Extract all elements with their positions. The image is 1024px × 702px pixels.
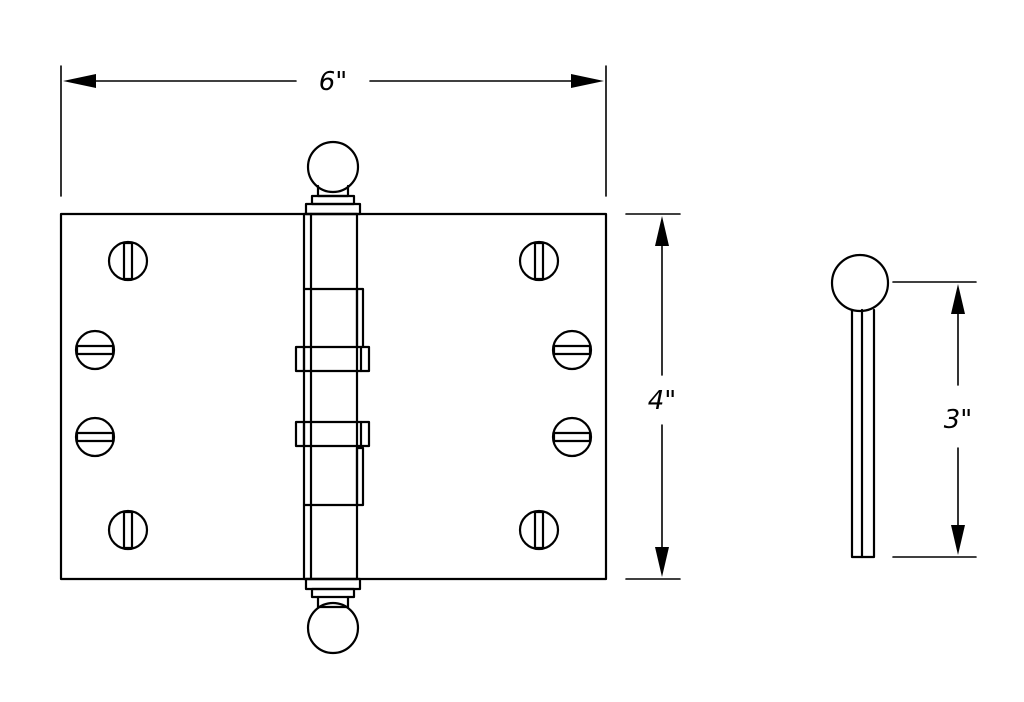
hinge-barrel [294, 140, 371, 655]
hinge-pin-view [830, 253, 890, 559]
screw-left-2 [74, 329, 116, 371]
bearing-ring-upper [294, 345, 371, 373]
top-ball-finial [306, 140, 360, 194]
screw-left-3 [74, 416, 116, 458]
pin-length-dimension: 3" [892, 281, 977, 558]
pin-length-label: 3" [944, 405, 973, 435]
top-finial-base [304, 202, 362, 216]
height-arrow-bottom [655, 547, 669, 577]
hinge-leaves [59, 212, 608, 581]
top-finial-collar [310, 194, 356, 206]
pin-head [830, 253, 890, 313]
bottom-ball-finial [306, 601, 360, 655]
pin-arrow-bottom [951, 525, 965, 555]
screw-left-1 [107, 240, 149, 282]
screw-left-4 [107, 509, 149, 551]
screw-right-1 [518, 240, 560, 282]
width-arrow-right [571, 74, 604, 88]
width-label: 6" [319, 67, 348, 97]
height-label: 4" [648, 386, 677, 416]
bottom-finial-neck [316, 595, 350, 609]
pin-arrow-top [951, 284, 965, 314]
bearing-ring-lower [294, 420, 371, 448]
leaf-outline [59, 212, 608, 581]
screw-right-2 [551, 329, 593, 371]
width-arrow-left [63, 74, 96, 88]
bottom-finial-base [304, 577, 362, 591]
screw-holes [74, 240, 593, 551]
width-dimension: 6" [60, 65, 607, 197]
height-dimension: 4" [625, 213, 681, 580]
screw-right-4 [518, 509, 560, 551]
knuckle-segment-1-edge [355, 287, 365, 348]
height-arrow-top [655, 216, 669, 246]
screw-right-3 [551, 416, 593, 458]
knuckle-segment-3-edge [355, 446, 365, 507]
bottom-finial-collar [310, 587, 356, 599]
